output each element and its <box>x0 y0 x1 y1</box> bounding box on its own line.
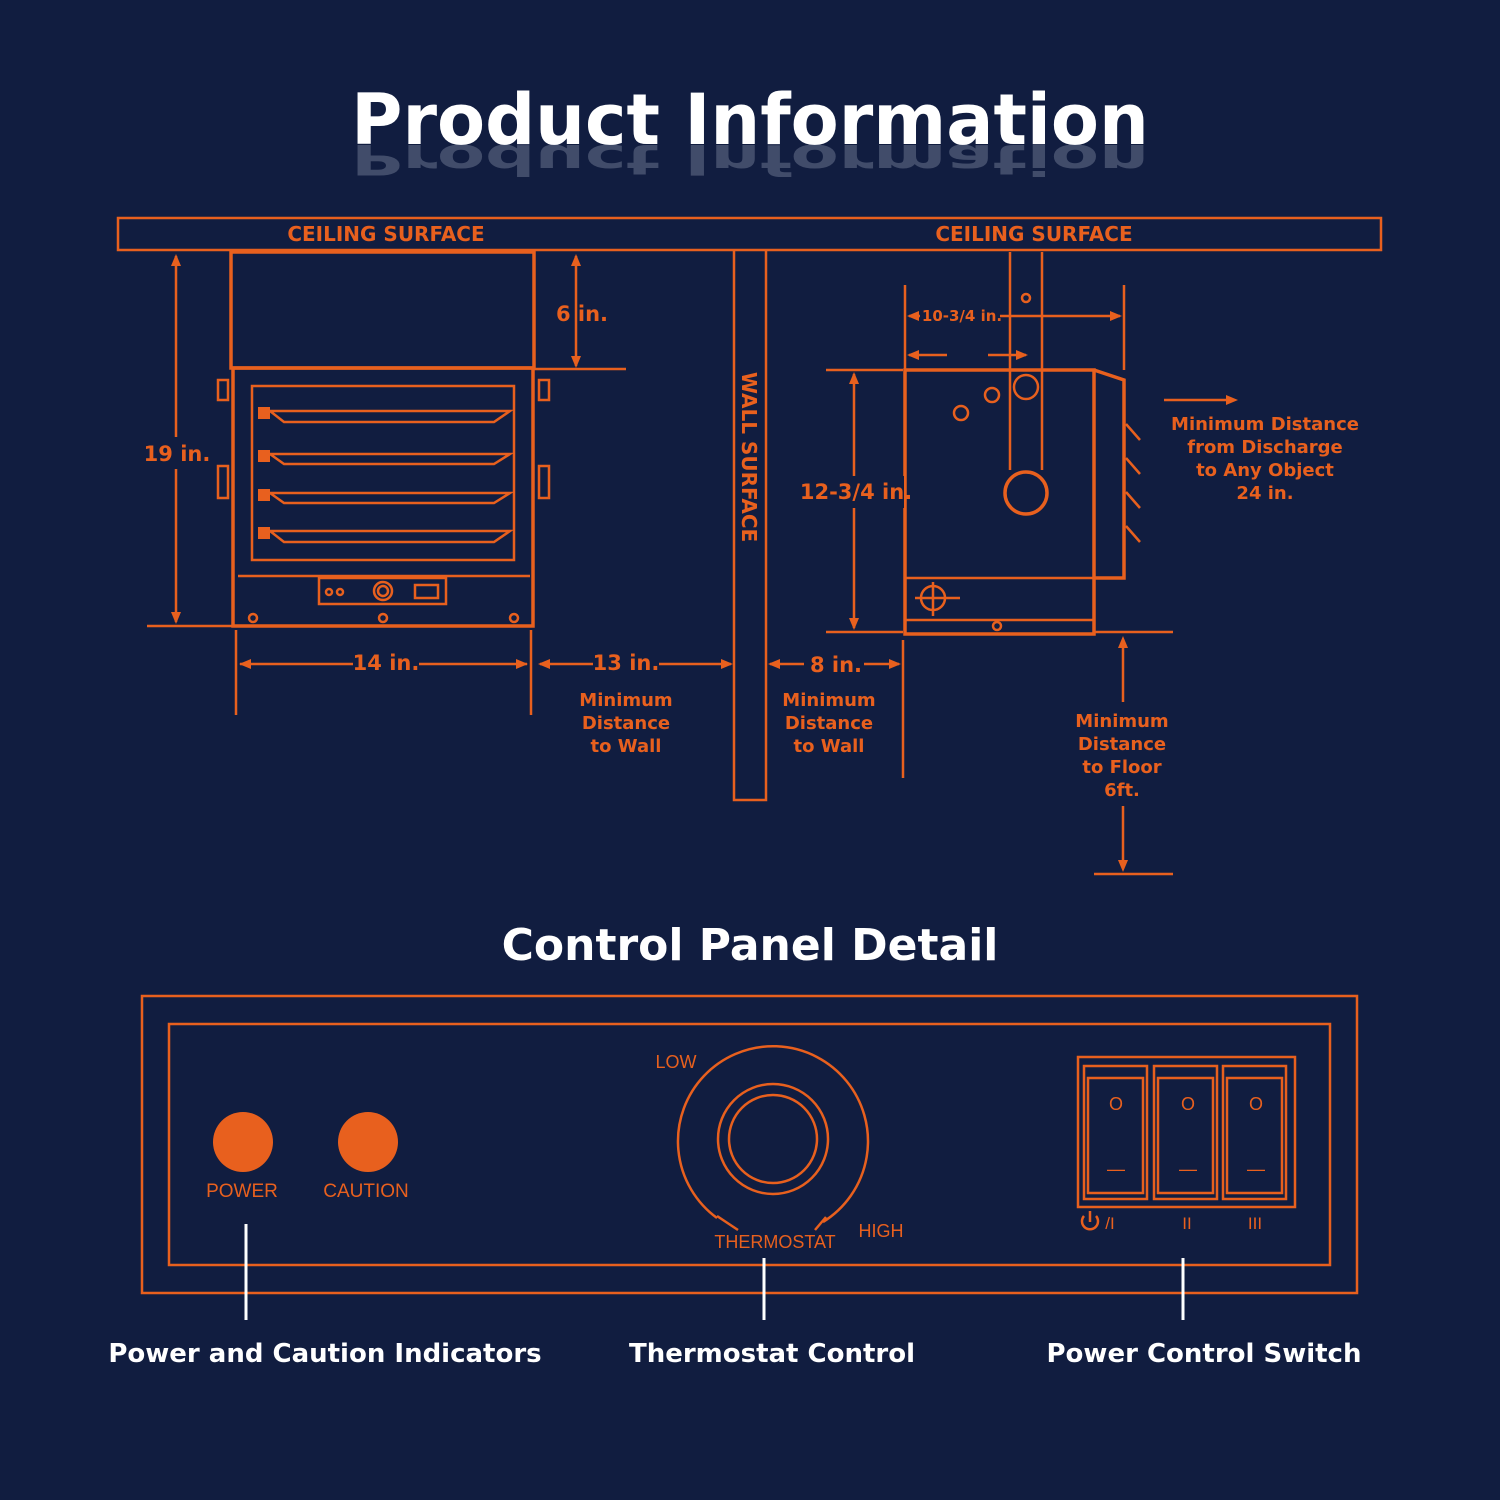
dim-19-label: 19 in. <box>144 442 211 466</box>
title-reflection: Product Information <box>351 135 1149 184</box>
heater-side-view <box>903 252 1141 636</box>
rocker-switch-3[interactable]: O — <box>1221 1064 1288 1201</box>
min-wall-right-1: Minimum <box>782 690 875 711</box>
louver <box>258 527 515 544</box>
switch-1-on-mark: O <box>1109 1094 1123 1114</box>
heater-front-view <box>216 250 551 628</box>
switch-1-off-mark: — <box>1107 1159 1125 1179</box>
dimension-13in: 13 in. Minimum Distance to Wall <box>538 650 733 757</box>
wall-label: WALL SURFACE <box>737 372 761 542</box>
heater-side-body <box>903 368 1096 636</box>
thermostat-dial[interactable] <box>676 1045 870 1232</box>
hinge-right-bottom <box>537 464 551 500</box>
min-wall-left-1: Minimum <box>579 690 672 711</box>
thermostat-high-label: HIGH <box>859 1221 904 1241</box>
hinge-right-top <box>537 378 551 402</box>
discharge-line-3: to Any Object <box>1196 460 1334 481</box>
dimension-floor: Minimum Distance to Floor 6ft. <box>1075 630 1173 876</box>
floor-line-4: 6ft. <box>1104 780 1140 801</box>
louver <box>258 450 515 466</box>
dim-14-label: 14 in. <box>353 651 420 675</box>
ceiling-label-left: CEILING SURFACE <box>287 222 484 246</box>
dimension-14in: 14 in. <box>234 630 533 715</box>
min-wall-right-3: to Wall <box>794 736 865 757</box>
heater-grille-frame <box>250 384 516 562</box>
switch-2-on-mark: O <box>1181 1094 1195 1114</box>
callout-thermostat: Thermostat Control <box>629 1339 915 1369</box>
hinge-left-top <box>216 378 230 402</box>
heater-bracket <box>229 250 536 370</box>
floor-line-2: Distance <box>1078 734 1166 755</box>
min-wall-right-2: Distance <box>785 713 873 734</box>
louver <box>258 407 515 424</box>
switch-3-off-mark: — <box>1247 1159 1265 1179</box>
discharge-line-1: Minimum Distance <box>1171 414 1359 435</box>
wall-surface <box>732 250 768 802</box>
control-panel-inner <box>167 1022 1332 1267</box>
power-switch-group: O — O — O — <box>1076 1055 1297 1209</box>
dimension-discharge: Minimum Distance from Discharge to Any O… <box>1164 395 1359 504</box>
power-label: POWER <box>206 1181 278 1202</box>
power-indicator-light <box>213 1112 273 1172</box>
callout-indicators: Power and Caution Indicators <box>108 1339 541 1369</box>
thermostat-low-label: LOW <box>655 1052 696 1072</box>
dimension-10-3-4in: 10-3/4 in. <box>903 285 1126 370</box>
callout-switch: Power Control Switch <box>1047 1339 1362 1369</box>
switch-3-on-mark: O <box>1249 1094 1263 1114</box>
discharge-line-4: 24 in. <box>1236 483 1293 504</box>
caution-label: CAUTION <box>323 1181 409 1202</box>
dimension-8in: 8 in. Minimum Distance to Wall <box>768 640 905 778</box>
min-wall-left-3: to Wall <box>591 736 662 757</box>
discharge-line-2: from Discharge <box>1187 437 1343 458</box>
switch-2-label: II <box>1182 1214 1191 1233</box>
control-panel-title: Control Panel Detail <box>502 920 999 971</box>
title-reflection-text: Product Information <box>351 135 1149 184</box>
thermostat-label: THERMOSTAT <box>714 1232 835 1252</box>
dim-13-label: 13 in. <box>593 651 660 675</box>
dim-10-3-4-label: 10-3/4 in. <box>922 307 1002 325</box>
switch-2-off-mark: — <box>1179 1159 1197 1179</box>
min-wall-left-2: Distance <box>582 713 670 734</box>
control-panel-outer <box>140 994 1359 1295</box>
dim-12-3-4-label: 12-3/4 in. <box>800 480 912 504</box>
dimension-12-3-4in: 12-3/4 in. <box>800 368 912 634</box>
mini-control-panel <box>317 576 448 606</box>
ceiling-surface-bar <box>116 216 1383 252</box>
caution-indicator-light <box>338 1112 398 1172</box>
dimension-19in: 19 in. <box>140 254 233 628</box>
heater-body <box>231 366 535 628</box>
floor-line-3: to Floor <box>1082 757 1161 778</box>
switch-3-label: III <box>1248 1214 1262 1233</box>
hinge-left-bottom <box>216 464 230 500</box>
dim-6-label: 6 in. <box>556 302 608 326</box>
rocker-switch-1[interactable]: O — <box>1082 1064 1149 1201</box>
dimension-6in: 6 in. <box>533 254 626 371</box>
ceiling-label-right: CEILING SURFACE <box>935 222 1132 246</box>
louver <box>258 489 515 505</box>
switch-1-label: /I <box>1105 1214 1114 1233</box>
page-title: Product Information <box>351 79 1149 161</box>
floor-line-1: Minimum <box>1075 711 1168 732</box>
rocker-switch-2[interactable]: O — <box>1152 1064 1219 1201</box>
dim-8-label: 8 in. <box>810 653 862 677</box>
power-icon <box>1080 1211 1100 1231</box>
